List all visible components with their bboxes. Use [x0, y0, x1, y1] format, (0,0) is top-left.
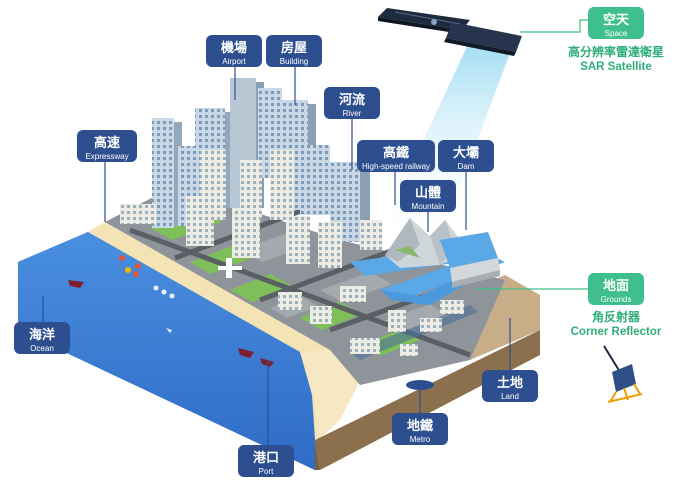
metro-tunnel — [350, 305, 478, 360]
label-river: 河流 River — [324, 87, 380, 119]
leader-lines — [42, 66, 511, 445]
label-building: 房屋 Building — [266, 35, 322, 67]
label-airport: 機場 Airport — [206, 35, 262, 67]
label-corner-reflector: 角反射器 Corner Reflector — [570, 310, 662, 338]
label-dam: 大壩 Dam — [438, 140, 494, 172]
label-mountain: 山體 Mountain — [400, 180, 456, 212]
soil-side — [315, 330, 540, 470]
skyscrapers — [120, 78, 382, 268]
label-sar-satellite: 高分辨率雷達衛星 SAR Satellite — [567, 45, 664, 73]
label-port: 港口 Port — [238, 445, 294, 477]
satellite-icon — [378, 8, 522, 56]
metro-train — [406, 380, 434, 390]
label-grounds: 地面 Grounds — [588, 273, 644, 305]
beach-umbrellas — [119, 255, 175, 299]
corner-reflector-icon — [603, 345, 643, 403]
airplane — [218, 258, 242, 278]
label-metro: 地鐵 Metro — [392, 413, 448, 445]
label-high-speed-railway: 高鐵 High-speed railway — [357, 140, 435, 172]
dam — [440, 232, 500, 288]
label-land: 土地 Land — [482, 370, 538, 402]
label-space: 空天 Space — [588, 7, 644, 39]
leader-lines-green — [475, 19, 588, 290]
label-ocean: 海洋 Ocean — [14, 322, 70, 354]
ships — [68, 280, 274, 367]
low-buildings — [278, 286, 464, 356]
label-expressway: 高速 Expressway — [77, 130, 137, 162]
